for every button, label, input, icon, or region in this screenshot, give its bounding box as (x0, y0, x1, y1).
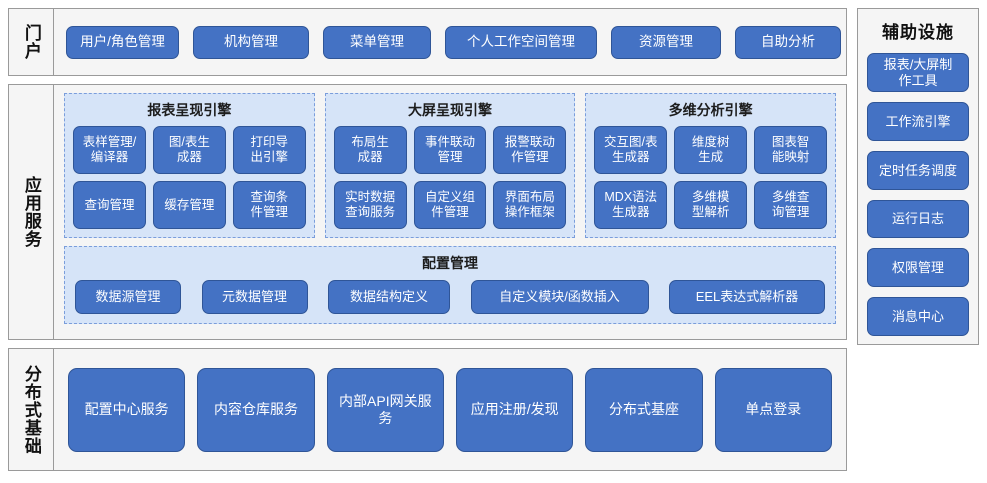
distributed-item-single-sign-on[interactable]: 单点登录 (714, 367, 832, 452)
portal-item-self-service-analysis[interactable]: 自助分析 (735, 25, 841, 59)
portal-band: 门户 用户/角色管理 机构管理 菜单管理 个人工作空间管理 资源管理 自助分析 (8, 8, 847, 76)
engine-panel-large-screen-rendering: 大屏呈现引擎 布局生 成器 事件联动 管理 报警联动 作管理 实时数据 查询服务… (324, 93, 576, 238)
engine-item-query-condition-management[interactable]: 查询条 件管理 (232, 181, 306, 229)
engine-panel-report-rendering: 报表呈现引擎 表样管理/ 编译器 图/表生 成器 打印导 出引擎 查询管理 缓存… (64, 93, 315, 238)
auxiliary-item-message-center[interactable]: 消息中心 (867, 297, 969, 337)
distributed-base-band-label: 分布式基础 (9, 349, 54, 470)
portal-band-body: 用户/角色管理 机构管理 菜单管理 个人工作空间管理 资源管理 自助分析 (54, 9, 853, 75)
engine-item-layout-generator[interactable]: 布局生 成器 (333, 126, 407, 174)
distributed-item-distributed-foundation[interactable]: 分布式基座 (585, 367, 703, 452)
application-services-label-text: 应用服务 (21, 176, 41, 248)
engine-item-query-management[interactable]: 查询管理 (73, 181, 146, 229)
auxiliary-facilities-panel: 辅助设施 报表/大屏制 作工具 工作流引擎 定时任务调度 运行日志 权限管理 消… (857, 8, 979, 345)
engine-item-event-linkage-management[interactable]: 事件联动 管理 (413, 126, 487, 174)
config-item-custom-module-function-insertion[interactable]: 自定义模块/函数插入 (470, 280, 649, 314)
config-management-row: 数据源管理 元数据管理 数据结构定义 自定义模块/函数插入 EEL表达式解析器 (75, 280, 825, 314)
engine-row: 报表呈现引擎 表样管理/ 编译器 图/表生 成器 打印导 出引擎 查询管理 缓存… (64, 93, 837, 238)
config-item-eel-expression-parser[interactable]: EEL表达式解析器 (669, 280, 825, 314)
engine-item-dimension-tree-generation[interactable]: 维度树 生成 (674, 126, 748, 174)
auxiliary-item-scheduled-task-scheduling[interactable]: 定时任务调度 (867, 150, 969, 190)
portal-band-label: 门户 (9, 9, 54, 75)
main-column: 门户 用户/角色管理 机构管理 菜单管理 个人工作空间管理 资源管理 自助分析 … (8, 8, 847, 475)
distributed-item-app-registration-discovery[interactable]: 应用注册/发现 (455, 367, 574, 452)
config-management-title: 配置管理 (422, 255, 478, 271)
config-item-datasource-management[interactable]: 数据源管理 (75, 280, 181, 314)
engine-grid-report-rendering: 表样管理/ 编译器 图/表生 成器 打印导 出引擎 查询管理 缓存管理 查询条 … (73, 126, 306, 229)
distributed-item-config-center-service[interactable]: 配置中心服务 (68, 367, 186, 452)
engine-item-print-export-engine[interactable]: 打印导 出引擎 (232, 126, 306, 174)
config-item-data-structure-definition[interactable]: 数据结构定义 (328, 280, 450, 314)
engine-panel-multidimensional-analysis: 多维分析引擎 交互图/表 生成器 维度树 生成 图表智 能映射 MDX语法 生成… (585, 93, 837, 238)
distributed-item-internal-api-gateway-service[interactable]: 内部API网关服务 (326, 367, 444, 452)
auxiliary-item-runtime-log[interactable]: 运行日志 (867, 199, 969, 239)
config-item-metadata-management[interactable]: 元数据管理 (201, 280, 308, 314)
engine-grid-multidimensional-analysis: 交互图/表 生成器 维度树 生成 图表智 能映射 MDX语法 生成器 多维模 型… (594, 126, 828, 229)
engine-item-custom-component-management[interactable]: 自定义组 件管理 (413, 181, 487, 229)
engine-title-large-screen-rendering: 大屏呈现引擎 (408, 102, 492, 118)
engine-item-mdx-syntax-generator[interactable]: MDX语法 生成器 (594, 181, 668, 229)
engine-item-chart-smart-mapping[interactable]: 图表智 能映射 (754, 126, 828, 174)
auxiliary-item-permission-management[interactable]: 权限管理 (867, 248, 969, 288)
config-management-panel: 配置管理 数据源管理 元数据管理 数据结构定义 自定义模块/函数插入 EEL表达… (64, 246, 836, 324)
distributed-base-label-text: 分布式基础 (21, 364, 41, 455)
engine-title-report-rendering: 报表呈现引擎 (147, 102, 232, 118)
engine-item-cache-management[interactable]: 缓存管理 (152, 181, 226, 229)
distributed-base-band: 分布式基础 配置中心服务 内容仓库服务 内部API网关服务 应用注册/发现 分布… (8, 348, 847, 471)
engine-item-alarm-linkage-action-management[interactable]: 报警联动 作管理 (493, 126, 567, 174)
portal-item-user-role-management[interactable]: 用户/角色管理 (66, 25, 179, 59)
application-services-band: 应用服务 报表呈现引擎 表样管理/ 编译器 图/表生 成器 打印导 出引擎 查询… (8, 84, 847, 340)
distributed-base-band-body: 配置中心服务 内容仓库服务 内部API网关服务 应用注册/发现 分布式基座 单点… (54, 349, 846, 470)
engine-item-multidimensional-model-parsing[interactable]: 多维模 型解析 (674, 181, 748, 229)
application-services-band-label: 应用服务 (9, 85, 54, 339)
engine-item-template-management-compiler[interactable]: 表样管理/ 编译器 (73, 126, 146, 174)
portal-item-personal-workspace-management[interactable]: 个人工作空间管理 (445, 25, 597, 59)
application-services-band-body: 报表呈现引擎 表样管理/ 编译器 图/表生 成器 打印导 出引擎 查询管理 缓存… (54, 85, 846, 339)
engine-item-interactive-chart-table-generator[interactable]: 交互图/表 生成器 (594, 126, 668, 174)
portal-item-menu-management[interactable]: 菜单管理 (323, 25, 431, 59)
auxiliary-facilities-title: 辅助设施 (882, 23, 954, 42)
auxiliary-item-workflow-engine[interactable]: 工作流引擎 (867, 102, 969, 141)
portal-item-organization-management[interactable]: 机构管理 (193, 25, 309, 59)
engine-item-multidimensional-query-management[interactable]: 多维查 询管理 (754, 181, 828, 229)
engine-item-realtime-data-query-service[interactable]: 实时数据 查询服务 (333, 181, 407, 229)
distributed-item-content-repository-service[interactable]: 内容仓库服务 (197, 367, 315, 452)
portal-item-resource-management[interactable]: 资源管理 (611, 25, 721, 59)
engine-title-multidimensional-analysis: 多维分析引擎 (668, 102, 753, 118)
portal-label-text: 门户 (21, 24, 41, 60)
engine-grid-large-screen-rendering: 布局生 成器 事件联动 管理 报警联动 作管理 实时数据 查询服务 自定义组 件… (333, 126, 567, 229)
engine-item-ui-layout-operation-framework[interactable]: 界面布局 操作框架 (493, 181, 567, 229)
auxiliary-item-report-dashboard-authoring-tool[interactable]: 报表/大屏制 作工具 (867, 53, 969, 93)
engine-item-chart-table-generator[interactable]: 图/表生 成器 (152, 126, 226, 174)
